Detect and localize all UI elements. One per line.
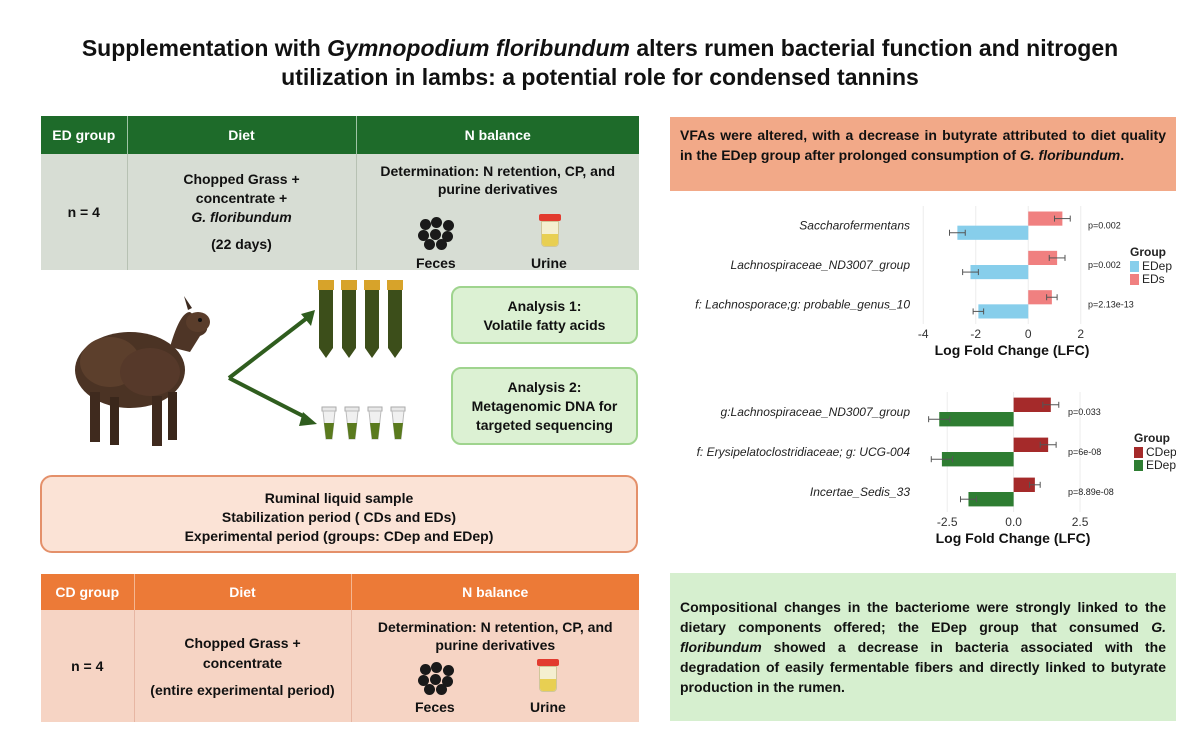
lfc-chart-2: g:Lachnospiraceae_ND3007_group p=0.033 f: … xyxy=(697,392,1176,546)
legend-swatch xyxy=(1130,261,1139,272)
p-value-label: p=8.89e-08 xyxy=(1068,487,1114,497)
ed-feces-label: Feces xyxy=(416,255,456,271)
legend-swatch xyxy=(1130,274,1139,285)
category-label: f: Erysipelatoclostridiaceae; g: UCG-004 xyxy=(697,445,911,459)
legend-title: Group xyxy=(1130,245,1166,259)
cd-nbalance-cell: Determination: N retention, CP, and puri… xyxy=(351,610,639,722)
x-axis-label: Log Fold Change (LFC) xyxy=(935,342,1090,358)
cd-feces-label: Feces xyxy=(415,699,455,715)
figure-title: Supplementation with Gymnopodium floribu… xyxy=(81,35,1119,90)
legend-swatch xyxy=(1134,447,1143,458)
bar-cdep xyxy=(1013,397,1051,412)
x-tick-label: 2.5 xyxy=(1072,515,1089,529)
category-label: Saccharofermentans xyxy=(799,219,910,233)
category-label: g:Lachnospiraceae_ND3007_group xyxy=(721,405,911,419)
cd-urine-label: Urine xyxy=(530,699,566,715)
cd-group-header: CD group xyxy=(41,574,135,610)
category-label: f: Lachnosporace;g: probable_genus_10 xyxy=(695,297,910,311)
bar-edep xyxy=(957,225,1029,240)
cd-n-count: n = 4 xyxy=(41,610,135,722)
cd-nbalance-header: N balance xyxy=(351,574,639,610)
bar-cdep xyxy=(1013,477,1035,492)
category-label: Incertae_Sedis_33 xyxy=(810,485,910,499)
analysis-2-box: Analysis 2: Metagenomic DNA for targeted… xyxy=(451,367,638,445)
legend-label: EDep xyxy=(1146,458,1176,472)
arrows xyxy=(227,310,317,426)
ed-group-header: ED group xyxy=(41,116,128,154)
x-tick-label: -2.5 xyxy=(937,515,958,529)
cd-diet-header: Diet xyxy=(134,574,352,610)
x-tick-label: -2 xyxy=(970,327,981,341)
feces-icon xyxy=(418,662,456,695)
ed-nbalance-header: N balance xyxy=(356,116,639,154)
p-value-label: p=6e-08 xyxy=(1068,447,1101,457)
bar-edep xyxy=(939,412,1014,427)
x-tick-label: 0.0 xyxy=(1005,515,1022,529)
bar-cdep xyxy=(1013,437,1049,452)
cd-diet-cell: Chopped Grass + concentrate (entire expe… xyxy=(134,610,352,722)
vfa-summary-box: VFAs were altered, with a decrease in bu… xyxy=(670,117,1176,191)
bar-eds xyxy=(1028,250,1058,265)
bar-edep xyxy=(970,265,1029,280)
cd-group-table: CD group Diet N balance n = 4 Chopped Gr… xyxy=(41,574,639,722)
sample-tubes-large xyxy=(318,280,403,358)
bar-edep xyxy=(978,304,1029,319)
bar-eds xyxy=(1028,211,1063,226)
x-tick-label: -4 xyxy=(918,327,929,341)
ed-nbalance-cell: Determination: N retention, CP, and puri… xyxy=(356,154,639,270)
p-value-label: p=2.13e-13 xyxy=(1088,299,1134,309)
ed-diet-header: Diet xyxy=(127,116,357,154)
urine-icon xyxy=(535,659,561,693)
legend-title: Group xyxy=(1134,431,1170,445)
ed-group-table: ED group Diet N balance n = 4 Chopped Gr… xyxy=(41,116,639,270)
legend-label: CDep xyxy=(1146,445,1176,459)
x-tick-label: 0 xyxy=(1025,327,1032,341)
p-value-label: p=0.033 xyxy=(1068,407,1101,417)
p-value-label: p=0.002 xyxy=(1088,221,1121,231)
bar-edep xyxy=(968,492,1014,507)
urine-icon xyxy=(537,214,563,248)
ed-diet-cell: Chopped Grass + concentrate + G. floribu… xyxy=(127,154,357,270)
sample-tubes-small xyxy=(321,406,406,440)
legend-label: EDs xyxy=(1142,272,1165,286)
lamb-illustration xyxy=(75,296,210,446)
ed-urine-label: Urine xyxy=(531,255,567,271)
category-label: Lachnospiraceae_ND3007_group xyxy=(731,258,911,272)
p-value-label: p=0.002 xyxy=(1088,260,1121,270)
ed-n-count: n = 4 xyxy=(41,154,128,270)
analysis-1-box: Analysis 1: Volatile fatty acids xyxy=(451,286,638,344)
legend-swatch xyxy=(1134,460,1143,471)
x-tick-label: 2 xyxy=(1077,327,1084,341)
ruminal-sample-box: Ruminal liquid sample Stabilization peri… xyxy=(40,475,638,553)
x-axis-label: Log Fold Change (LFC) xyxy=(936,530,1091,546)
bar-eds xyxy=(1028,290,1052,305)
composition-summary-box: Compositional changes in the bacteriome … xyxy=(670,573,1176,721)
legend-label: EDep xyxy=(1142,259,1172,273)
feces-icon xyxy=(418,217,456,250)
bar-edep xyxy=(941,452,1014,467)
